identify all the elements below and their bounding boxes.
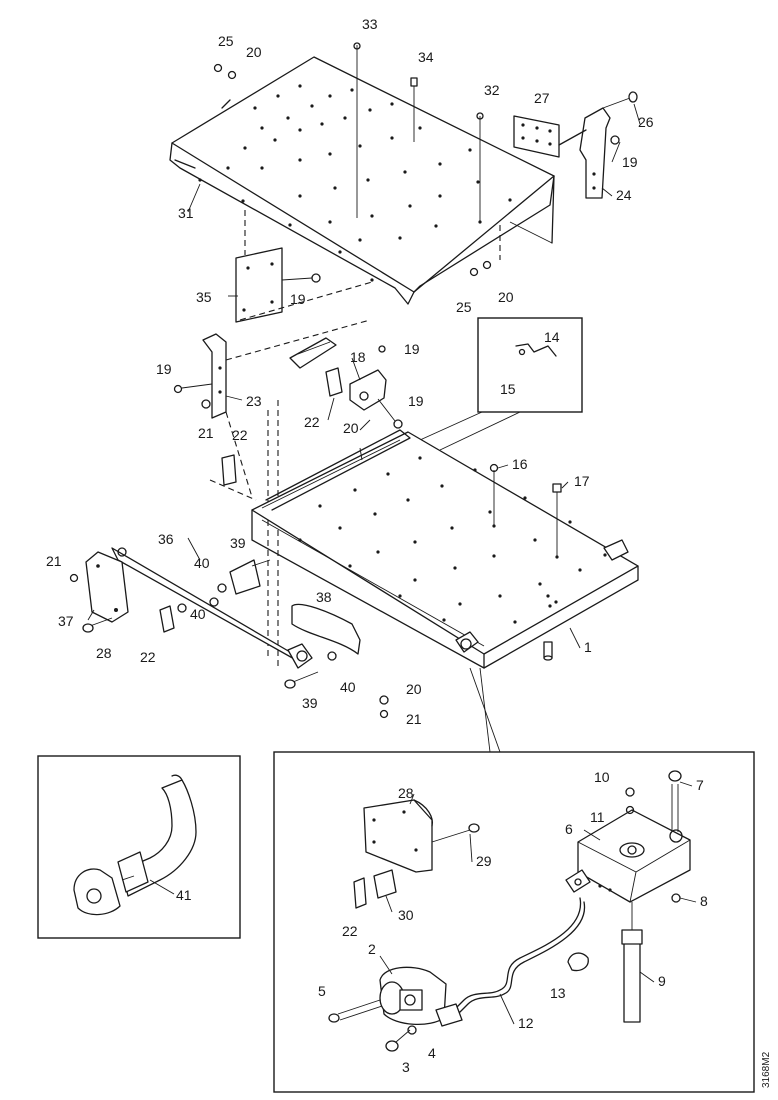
callout-6: 6 [565, 821, 573, 837]
callout-19e: 19 [408, 393, 424, 409]
callout-28b: 28 [398, 785, 414, 801]
callout-12: 12 [518, 1015, 534, 1031]
middle-hinge-assembly [267, 337, 403, 670]
winch-detail-inset [273, 751, 755, 1093]
callout-21c: 21 [406, 711, 422, 727]
strap-detail-inset [37, 755, 241, 939]
callout-40b: 40 [190, 606, 206, 622]
callout-36: 36 [158, 531, 174, 547]
callout-labels: 1 2 3 4 5 6 7 8 9 10 11 12 13 14 15 16 1… [46, 16, 708, 1075]
callout-24: 24 [616, 187, 632, 203]
callout-11: 11 [590, 809, 605, 825]
callout-20b: 20 [498, 289, 514, 305]
callout-22b: 22 [304, 414, 320, 430]
latch-detail-inset [419, 317, 583, 451]
callout-23: 23 [246, 393, 262, 409]
callout-5: 5 [318, 983, 326, 999]
callout-3: 3 [402, 1059, 410, 1075]
leader-lines [87, 103, 697, 1025]
callout-22d: 22 [342, 923, 358, 939]
callout-20a: 20 [246, 44, 262, 60]
callout-25b: 25 [456, 299, 472, 315]
callout-32: 32 [484, 82, 500, 98]
callout-2: 2 [368, 941, 376, 957]
callout-25a: 25 [218, 33, 234, 49]
callout-21a: 21 [198, 425, 214, 441]
callout-39b: 39 [302, 695, 318, 711]
callout-8: 8 [700, 893, 708, 909]
callout-34: 34 [418, 49, 434, 65]
callout-19a: 19 [622, 154, 638, 170]
callout-13: 13 [550, 985, 566, 1001]
callout-35: 35 [196, 289, 212, 305]
callout-20c: 20 [343, 420, 359, 436]
callout-33: 33 [362, 16, 378, 32]
callout-9: 9 [658, 973, 666, 989]
side-plate [235, 247, 373, 323]
callout-27: 27 [534, 90, 550, 106]
callout-19c: 19 [404, 341, 420, 357]
callout-31: 31 [178, 205, 194, 221]
top-hardware [213, 42, 492, 277]
callout-38: 38 [316, 589, 332, 605]
callout-16: 16 [512, 456, 528, 472]
bottom-washers [379, 695, 389, 719]
callout-20d: 20 [406, 681, 422, 697]
clip-upper [209, 454, 257, 501]
callout-10: 10 [594, 769, 610, 785]
callout-4: 4 [428, 1045, 436, 1061]
callout-37: 37 [58, 613, 74, 629]
callout-14: 14 [544, 329, 560, 345]
callout-21b: 21 [46, 553, 62, 569]
hinge-bracket-assembly [513, 91, 638, 199]
callout-7: 7 [696, 777, 704, 793]
callout-1: 1 [584, 639, 592, 655]
callout-39a: 39 [230, 535, 246, 551]
callout-19b: 19 [290, 291, 306, 307]
callout-15: 15 [500, 381, 516, 397]
frame-holes [298, 456, 607, 624]
callout-18: 18 [350, 349, 366, 365]
callout-40c: 40 [340, 679, 356, 695]
callout-19d: 19 [156, 361, 172, 377]
figure-code: 3168M2 [761, 1051, 772, 1088]
callout-22c: 22 [140, 649, 156, 665]
callout-40a: 40 [194, 555, 210, 571]
callout-28a: 28 [96, 645, 112, 661]
cover-holes [198, 84, 512, 282]
main-tray-frame [251, 429, 639, 753]
arm-assembly [69, 547, 361, 689]
callout-41: 41 [176, 887, 192, 903]
callout-30: 30 [398, 907, 414, 923]
top-cover-plate [169, 56, 555, 305]
callout-29: 29 [476, 853, 492, 869]
upright-bracket [173, 319, 371, 498]
callout-26: 26 [638, 114, 654, 130]
callout-22a: 22 [232, 427, 248, 443]
callout-17: 17 [574, 473, 590, 489]
